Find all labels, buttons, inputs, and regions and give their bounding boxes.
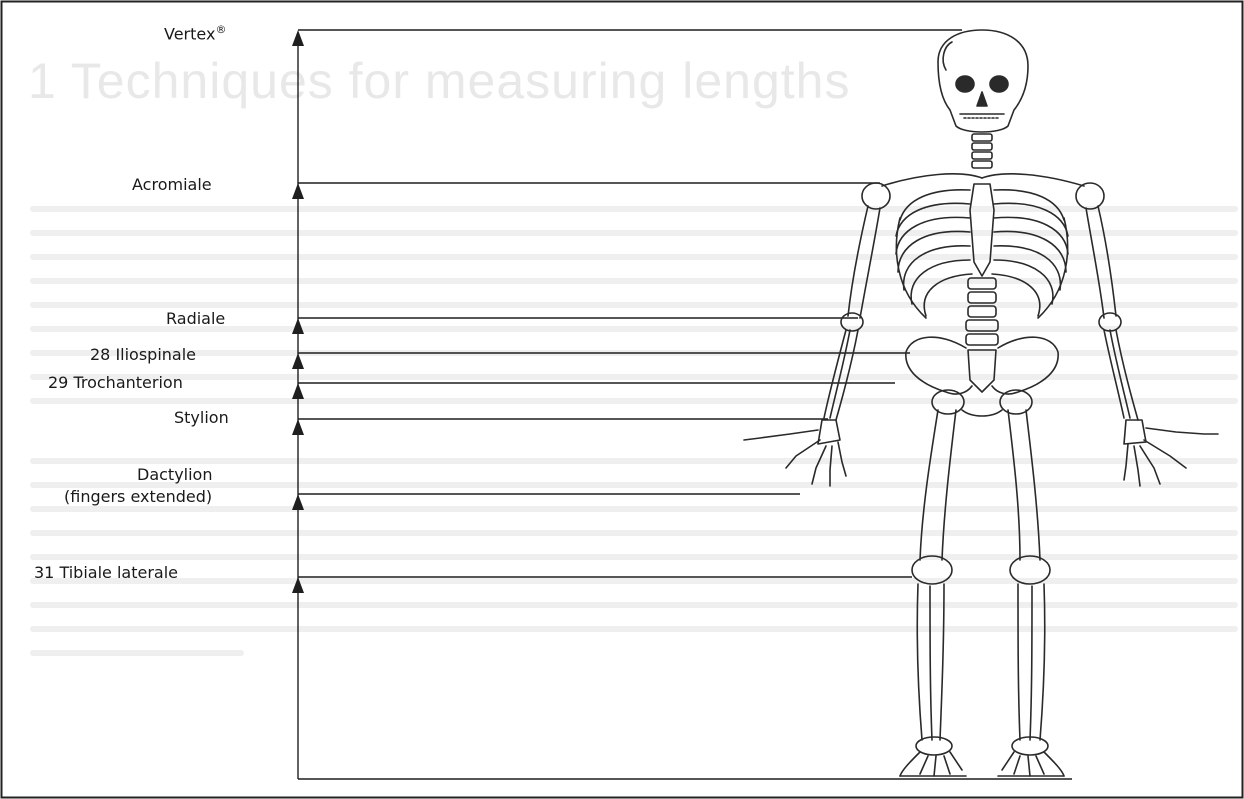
sternum [970, 184, 994, 276]
left-hand [744, 420, 846, 486]
right-clavicle [982, 174, 1084, 186]
label-vertex-mark: ® [215, 23, 226, 36]
label-trochanterion: 29 Trochanterion [48, 373, 183, 393]
arrow-stylion [292, 419, 304, 435]
pelvis [906, 337, 1058, 416]
label-vertex: Vertex® [164, 20, 226, 44]
label-vertex-text: Vertex [164, 24, 215, 43]
right-shoulder-joint [1076, 183, 1104, 209]
arrow-radiale [292, 318, 304, 334]
neck-vertebrae [972, 134, 992, 168]
label-stylion: Stylion [174, 408, 229, 428]
arrow-dactylion [292, 494, 304, 510]
right-hand [1124, 420, 1218, 486]
left-clavicle [882, 174, 982, 186]
label-acromiale: Acromiale [132, 175, 212, 195]
left-arm [824, 206, 880, 420]
label-iliospinale: 28 Iliospinale [90, 345, 196, 365]
right-arm [1086, 206, 1138, 420]
right-foot [998, 737, 1064, 776]
left-foot [900, 737, 966, 776]
rib-cage [896, 190, 1068, 318]
skeleton-figure [744, 30, 1218, 776]
lumbar-spine [966, 278, 998, 345]
arrow-iliospinale [292, 353, 304, 369]
left-leg [912, 410, 956, 740]
arrow-acromiale [292, 183, 304, 199]
left-shoulder-joint [862, 183, 890, 209]
arrow-vertex [292, 30, 304, 46]
right-leg [1008, 410, 1050, 740]
measurement-lines [292, 30, 1072, 779]
skull [938, 30, 1028, 132]
label-radiale: Radiale [166, 309, 225, 329]
label-tibiale-laterale: 31 Tibiale laterale [34, 563, 178, 583]
arrow-trochanterion [292, 383, 304, 399]
arrow-tibiale [292, 577, 304, 593]
label-dactylion-note: (fingers extended) [64, 487, 212, 507]
label-dactylion: Dactylion [137, 465, 212, 485]
